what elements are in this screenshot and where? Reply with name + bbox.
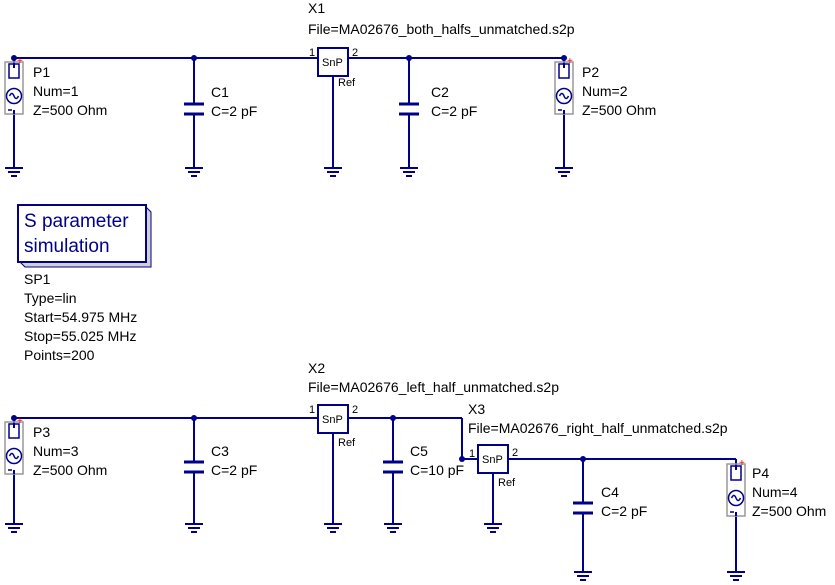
c1-value: C=2 pF: [211, 103, 257, 119]
c5-name: C5: [410, 443, 428, 459]
ground-symbol: [4, 523, 24, 533]
c5-capacitor[interactable]: C5 C=10 pF: [381, 443, 464, 478]
sim-title-line1: S parameter: [24, 211, 129, 232]
junction-dot: [459, 456, 465, 462]
x1-file: File=MA02676_both_halfs_unmatched.s2p: [308, 21, 575, 37]
p2-name: P2: [582, 64, 599, 80]
x3-snp-label: SnP: [482, 454, 503, 466]
c2-capacitor[interactable]: C2 C=2 pF: [397, 84, 477, 119]
c2-value: C=2 pF: [431, 103, 477, 119]
p3-port[interactable]: + P3 Num=3 Z=500 Ohm: [4, 416, 107, 478]
ground-symbol: [4, 167, 24, 177]
p2-plus-label: +: [567, 56, 573, 67]
x1-snp-label: SnP: [322, 57, 343, 69]
c3-capacitor[interactable]: C3 C=2 pF: [182, 443, 257, 478]
x1-snp-block[interactable]: SnP 1 2 Ref X1 File=MA02676_both_halfs_u…: [308, 0, 575, 89]
p4-name: P4: [752, 465, 769, 481]
x1-pin2-label: 2: [352, 47, 358, 59]
x2-pin2-label: 2: [352, 404, 358, 416]
p1-impedance: Z=500 Ohm: [33, 102, 107, 118]
sim-start: Start=54.975 MHz: [24, 309, 137, 325]
p2-num: Num=2: [582, 83, 628, 99]
sim-stop: Stop=55.025 MHz: [24, 328, 136, 344]
x3-pin1-label: 1: [469, 448, 475, 460]
p2-impedance: Z=500 Ohm: [582, 102, 656, 118]
sim-name: SP1: [24, 271, 51, 287]
c1-capacitor[interactable]: C1 C=2 pF: [182, 84, 257, 119]
c2-name: C2: [431, 84, 449, 100]
junction-dot: [191, 55, 197, 61]
x1-ref-label: Ref: [338, 77, 356, 89]
top-wires: [13, 57, 565, 168]
bottom-wires: [13, 417, 737, 572]
c5-value: C=10 pF: [410, 462, 464, 478]
c3-value: C=2 pF: [211, 462, 257, 478]
x2-ref-label: Ref: [338, 437, 356, 449]
x2-snp-block[interactable]: SnP 1 2 Ref X2 File=MA02676_left_half_un…: [308, 360, 559, 449]
sim-points: Points=200: [24, 347, 95, 363]
x2-name: X2: [308, 360, 325, 376]
c4-name: C4: [601, 484, 619, 500]
p3-num: Num=3: [33, 443, 79, 459]
ground-symbol: [323, 167, 343, 177]
junction-dot: [390, 415, 396, 421]
sp-simulation-block[interactable]: S parameter simulation SP1 Type=lin Star…: [17, 204, 152, 363]
junction-dot: [191, 415, 197, 421]
p3-plus-label: +: [17, 416, 23, 427]
x3-ref-label: Ref: [498, 477, 516, 489]
x3-snp-block[interactable]: SnP 1 2 Ref X3 File=MA02676_right_half_u…: [468, 401, 728, 489]
junction-dot: [580, 456, 586, 462]
c4-capacitor[interactable]: C4 C=2 pF: [571, 484, 647, 519]
p2-port[interactable]: + P2 Num=2 Z=500 Ohm: [554, 56, 656, 118]
ground-symbol: [554, 167, 574, 177]
junction-dot: [406, 55, 412, 61]
x2-file: File=MA02676_left_half_unmatched.s2p: [308, 379, 559, 395]
p4-port[interactable]: + P4 Num=4 Z=500 Ohm: [726, 458, 826, 519]
c4-value: C=2 pF: [601, 503, 647, 519]
p4-impedance: Z=500 Ohm: [752, 503, 826, 519]
x3-pin2-label: 2: [512, 447, 518, 459]
c3-name: C3: [211, 443, 229, 459]
bottom-circuit: SnP 1 2 Ref X2 File=MA02676_left_half_un…: [4, 360, 826, 581]
ground-symbol: [399, 167, 419, 177]
junction-dot: [561, 55, 567, 61]
top-circuit: SnP 1 2 Ref X1 File=MA02676_both_halfs_u…: [4, 0, 656, 177]
ground-symbol: [483, 523, 503, 533]
x2-pin1-label: 1: [309, 404, 315, 416]
p1-name: P1: [33, 64, 50, 80]
junction-dot: [11, 415, 17, 421]
x1-pin1-label: 1: [309, 47, 315, 59]
ground-symbol: [726, 571, 746, 581]
ground-symbol: [184, 167, 204, 177]
x1-name: X1: [308, 0, 325, 16]
x3-name: X3: [468, 401, 485, 417]
x2-snp-label: SnP: [322, 414, 343, 426]
ground-symbol: [383, 523, 403, 533]
junction-dot: [11, 55, 17, 61]
c1-name: C1: [211, 84, 229, 100]
p4-num: Num=4: [752, 484, 798, 500]
ground-symbol: [323, 523, 343, 533]
p1-port[interactable]: + P1 Num=1 Z=500 Ohm: [4, 56, 107, 118]
ground-symbol: [184, 523, 204, 533]
p3-impedance: Z=500 Ohm: [33, 462, 107, 478]
p4-plus-label: +: [739, 458, 745, 469]
x3-file: File=MA02676_right_half_unmatched.s2p: [468, 420, 728, 436]
sim-type: Type=lin: [24, 290, 77, 306]
p1-plus-label: +: [17, 56, 23, 67]
ground-symbol: [573, 571, 593, 581]
p3-name: P3: [33, 424, 50, 440]
sim-title-line2: simulation: [24, 236, 110, 257]
p1-num: Num=1: [33, 83, 79, 99]
